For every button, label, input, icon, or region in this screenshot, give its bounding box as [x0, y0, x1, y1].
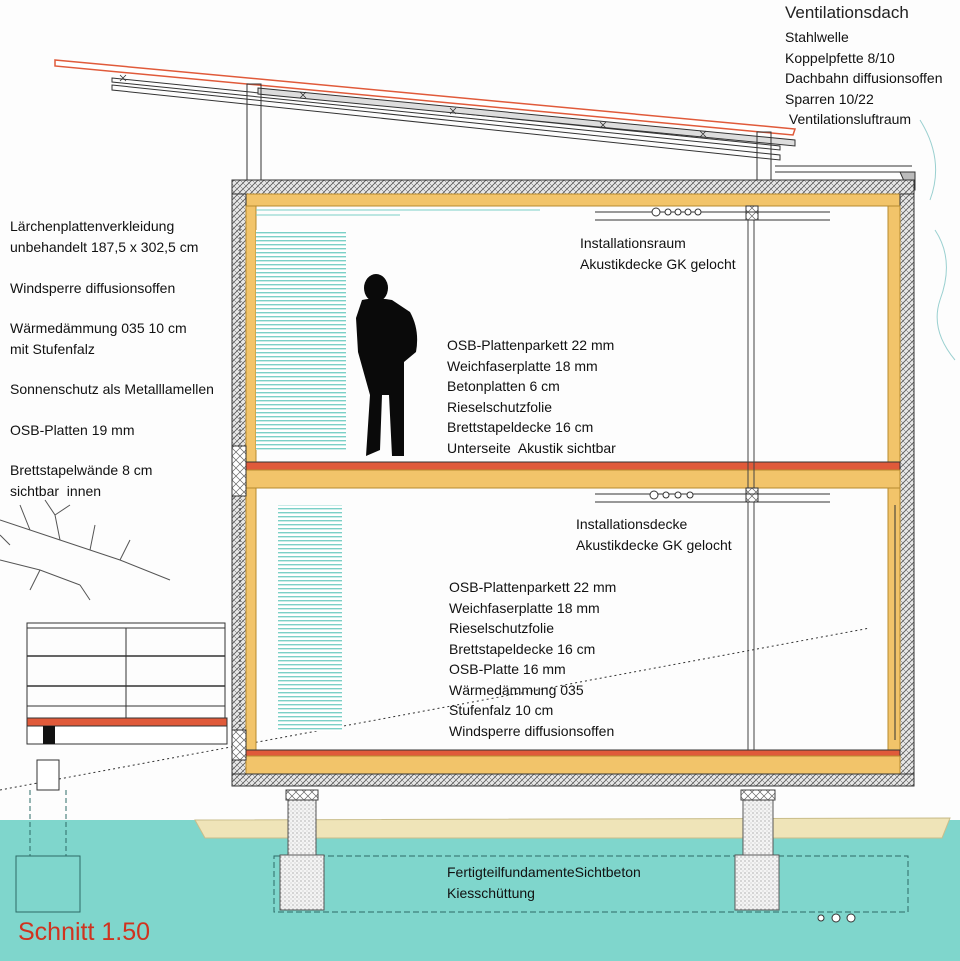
wall-layer: Wärmedämmung 035 10 cm [10, 320, 187, 336]
roof-layer: Ventilationsluftraum [785, 111, 912, 127]
roof-layer: Dachbahn diffusionsoffen [785, 70, 943, 86]
foundation-line: Kiesschüttung [447, 884, 535, 901]
wall-label-osb: OSB-Platten 19 mm [10, 420, 135, 441]
roof-layers-label: Stahlwelle Koppelpfette 8/10 Dachbahn di… [785, 27, 943, 130]
wall-layer: OSB-Platten 19 mm [10, 422, 135, 438]
roof-layer: Koppelpfette 8/10 [785, 49, 895, 66]
drawing-title: Schnitt 1.50 [18, 918, 151, 946]
person-silhouette [356, 274, 418, 456]
ground-fill [0, 820, 960, 961]
installation-line: Akustikdecke GK gelocht [576, 536, 732, 553]
wall-layer: unbehandelt 187,5 x 302,5 cm [10, 238, 199, 255]
floor-layer: Rieselschutzfolie [449, 620, 555, 636]
left-footing-outline [15, 855, 81, 913]
installation-line: Akustikdecke GK gelocht [580, 255, 736, 272]
floor-layer: Brettstapeldecke 16 cm [447, 419, 594, 435]
wall-layer: sichtbar innen [10, 482, 102, 499]
floor-layer: Stufenfalz 10 cm [449, 702, 554, 718]
roof-layer: Stahlwelle [785, 29, 849, 45]
upper-floor-layers-label: OSB-Plattenparkett 22 mm Weichfaserplatt… [447, 335, 616, 458]
foundation-label: FertigteilfundamenteSichtbeton Kiesschüt… [447, 862, 641, 903]
roof-layer: Sparren 10/22 [785, 90, 874, 107]
building [231, 179, 915, 787]
foundation-outline [273, 855, 909, 913]
wall-layer: Lärchenplattenverkleidung [10, 218, 175, 234]
floor-layer: Weichfaserplatte 18 mm [447, 357, 598, 374]
wall-layer: Sonnenschutz als Metalllamellen [10, 381, 214, 397]
installation-ceiling-label: Installationsdecke Akustikdecke GK geloc… [576, 514, 732, 555]
tree-sketch [0, 499, 171, 601]
floor-layer: Weichfaserplatte 18 mm [449, 599, 600, 616]
ground-floor-layers-label: OSB-Plattenparkett 22 mm Weichfaserplatt… [449, 577, 616, 741]
floor-layer: OSB-Plattenparkett 22 mm [447, 337, 615, 353]
wall-layer: mit Stufenfalz [10, 340, 95, 357]
terrace [26, 622, 228, 791]
roof-heading: Ventilationsdach [785, 3, 909, 22]
wall-layer: Windsperre diffusionsoffen [10, 280, 176, 296]
foundation-line: FertigteilfundamenteSichtbeton [447, 864, 641, 880]
floor-layer: Brettstapeldecke 16 cm [449, 640, 596, 657]
floor-layer: Unterseite Akustik sichtbar [447, 439, 616, 456]
wall-label-windsperre: Windsperre diffusionsoffen [10, 278, 175, 299]
wall-label-brettstapel: Brettstapelwände 8 cm sichtbar innen [10, 460, 152, 501]
roof [54, 59, 916, 191]
floor-layer: Rieselschutzfolie [447, 398, 553, 415]
floor-layer: OSB-Platte 16 mm [449, 661, 566, 677]
wall-label-sunshade: Sonnenschutz als Metalllamellen [10, 379, 214, 400]
wall-layer: Brettstapelwände 8 cm [10, 462, 153, 478]
floor-layer: Betonplatten 6 cm [447, 378, 560, 394]
floor-layer: Wärmedämmung 035 [449, 681, 584, 698]
wall-label-cladding: Lärchenplattenverkleidung unbehandelt 18… [10, 216, 198, 257]
floor-layer: Windsperre diffusionsoffen [449, 722, 615, 739]
floor-layer: OSB-Plattenparkett 22 mm [449, 579, 617, 595]
installation-room-label: Installationsraum Akustikdecke GK geloch… [580, 233, 736, 274]
installation-line: Installationsdecke [576, 516, 688, 532]
wall-label-insulation: Wärmedämmung 035 10 cm mit Stufenfalz [10, 318, 187, 359]
installation-line: Installationsraum [580, 235, 686, 251]
